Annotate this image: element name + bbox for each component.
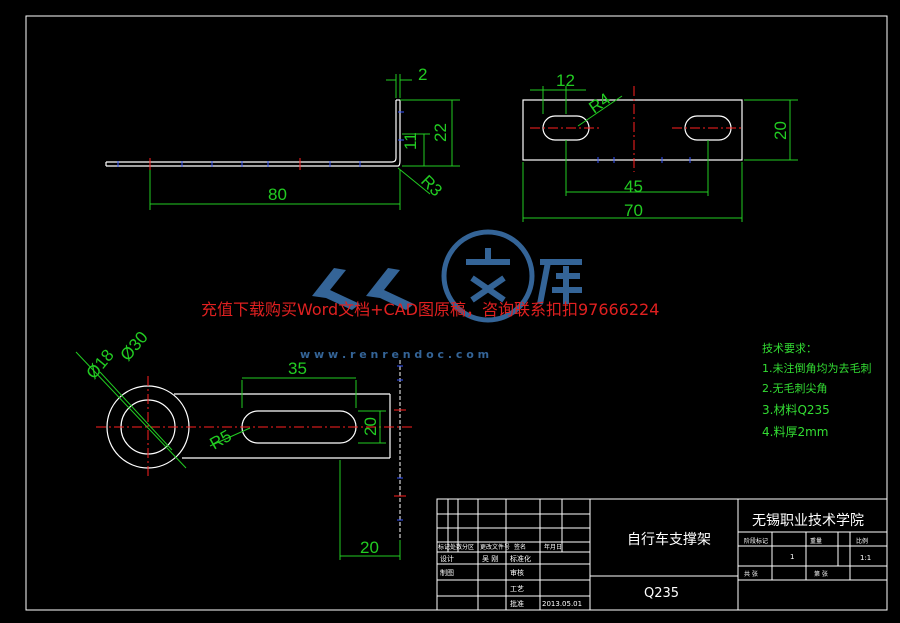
tb-material: Q235 — [644, 586, 679, 601]
dim-ring-inner-diameter: Ø18 — [83, 346, 118, 383]
watermark-banner: 充值下载购买Word文档+CAD图原稿，咨询联系扣扣97666224 — [201, 300, 659, 319]
tb-standardize: 标准化 — [510, 554, 531, 563]
title-block-text: 标记 处数 分区 更改文件号 签名 年月日 设计 吴 刚 标准化 制图 审核 工… — [438, 513, 871, 608]
tb-review: 审核 — [510, 568, 524, 577]
tb-date: 2013.05.01 — [542, 600, 582, 608]
tb-change-doc: 更改文件号 — [480, 543, 510, 551]
tb-zone: 分区 — [462, 543, 474, 551]
tb-part-name: 自行车支撑架 — [627, 531, 711, 548]
tb-sheet-total: 共 张 — [744, 570, 758, 578]
watermark-url: w w w . r e n r e n d o c . c o m — [300, 348, 489, 361]
tb-signature: 签名 — [514, 543, 526, 551]
dim-arm-offset: 20 — [360, 538, 379, 557]
tb-school: 无锡职业技术学院 — [752, 513, 864, 529]
watermark-logo: w w w . r e n r e n d o c . c o m — [300, 229, 582, 361]
tb-mark: 标记 — [438, 543, 450, 551]
dim-top-slot-radius: R4 — [585, 89, 614, 117]
dim-top-length: 70 — [624, 201, 643, 220]
dim-top-height: 20 — [771, 121, 790, 140]
top-view-outline — [522, 99, 743, 161]
notes-title: 技术要求： — [762, 342, 817, 355]
tb-design: 设计 — [440, 554, 454, 563]
side-view: 80 2 11 22 R3 — [105, 65, 460, 210]
dim-side-height: 22 — [431, 123, 450, 142]
dim-ring-outer-diameter: Ø30 — [117, 328, 152, 365]
tb-date-label: 年月日 — [544, 543, 562, 551]
dim-arm-slot-length: 35 — [288, 359, 307, 378]
tb-designer: 吴 刚 — [482, 554, 498, 563]
tb-quantity: 1 — [790, 553, 794, 561]
tb-scale: 比例 — [856, 537, 868, 545]
notes-item-2: 2.无毛刺尖角 — [762, 382, 828, 395]
tb-qty: 处数 — [450, 543, 462, 551]
notes-item-3: 3.材料Q235 — [762, 403, 830, 417]
tb-drafting: 制图 — [440, 568, 454, 577]
dim-side-bend-radius: R3 — [417, 171, 446, 200]
title-block — [436, 498, 888, 611]
side-view-bend-inner — [391, 100, 397, 163]
dim-side-half-height: 11 — [401, 132, 420, 150]
dim-side-thickness: 2 — [418, 65, 427, 84]
top-view: 12 R4 45 70 20 — [522, 71, 798, 222]
dim-side-length: 80 — [268, 185, 287, 204]
notes-item-4: 4.料厚2mm — [762, 425, 828, 439]
dim-arm-width: 20 — [361, 417, 380, 436]
tb-weight: 重量 — [810, 537, 822, 545]
technical-notes: 技术要求： 1.未注倒角均为去毛刺 2.无毛刺尖角 3.材料Q235 4.料厚2… — [762, 342, 872, 439]
tb-scale-value: 1:1 — [860, 554, 871, 562]
tb-process: 工艺 — [510, 585, 524, 593]
front-view: Ø18 Ø30 35 R5 20 20 — [75, 328, 412, 560]
tb-sheet-no: 第 张 — [814, 570, 828, 578]
dim-arm-slot-radius: R5 — [207, 426, 235, 453]
watermark-logo-ring — [441, 229, 535, 323]
tb-approve: 批准 — [510, 599, 524, 608]
tb-stage-mark: 阶段标记 — [744, 537, 768, 545]
side-view-bend-outer — [397, 100, 401, 167]
dim-top-slot-spacing: 45 — [624, 177, 643, 196]
dim-top-slot-offset: 12 — [556, 71, 575, 90]
notes-item-1: 1.未注倒角均为去毛刺 — [762, 361, 872, 375]
